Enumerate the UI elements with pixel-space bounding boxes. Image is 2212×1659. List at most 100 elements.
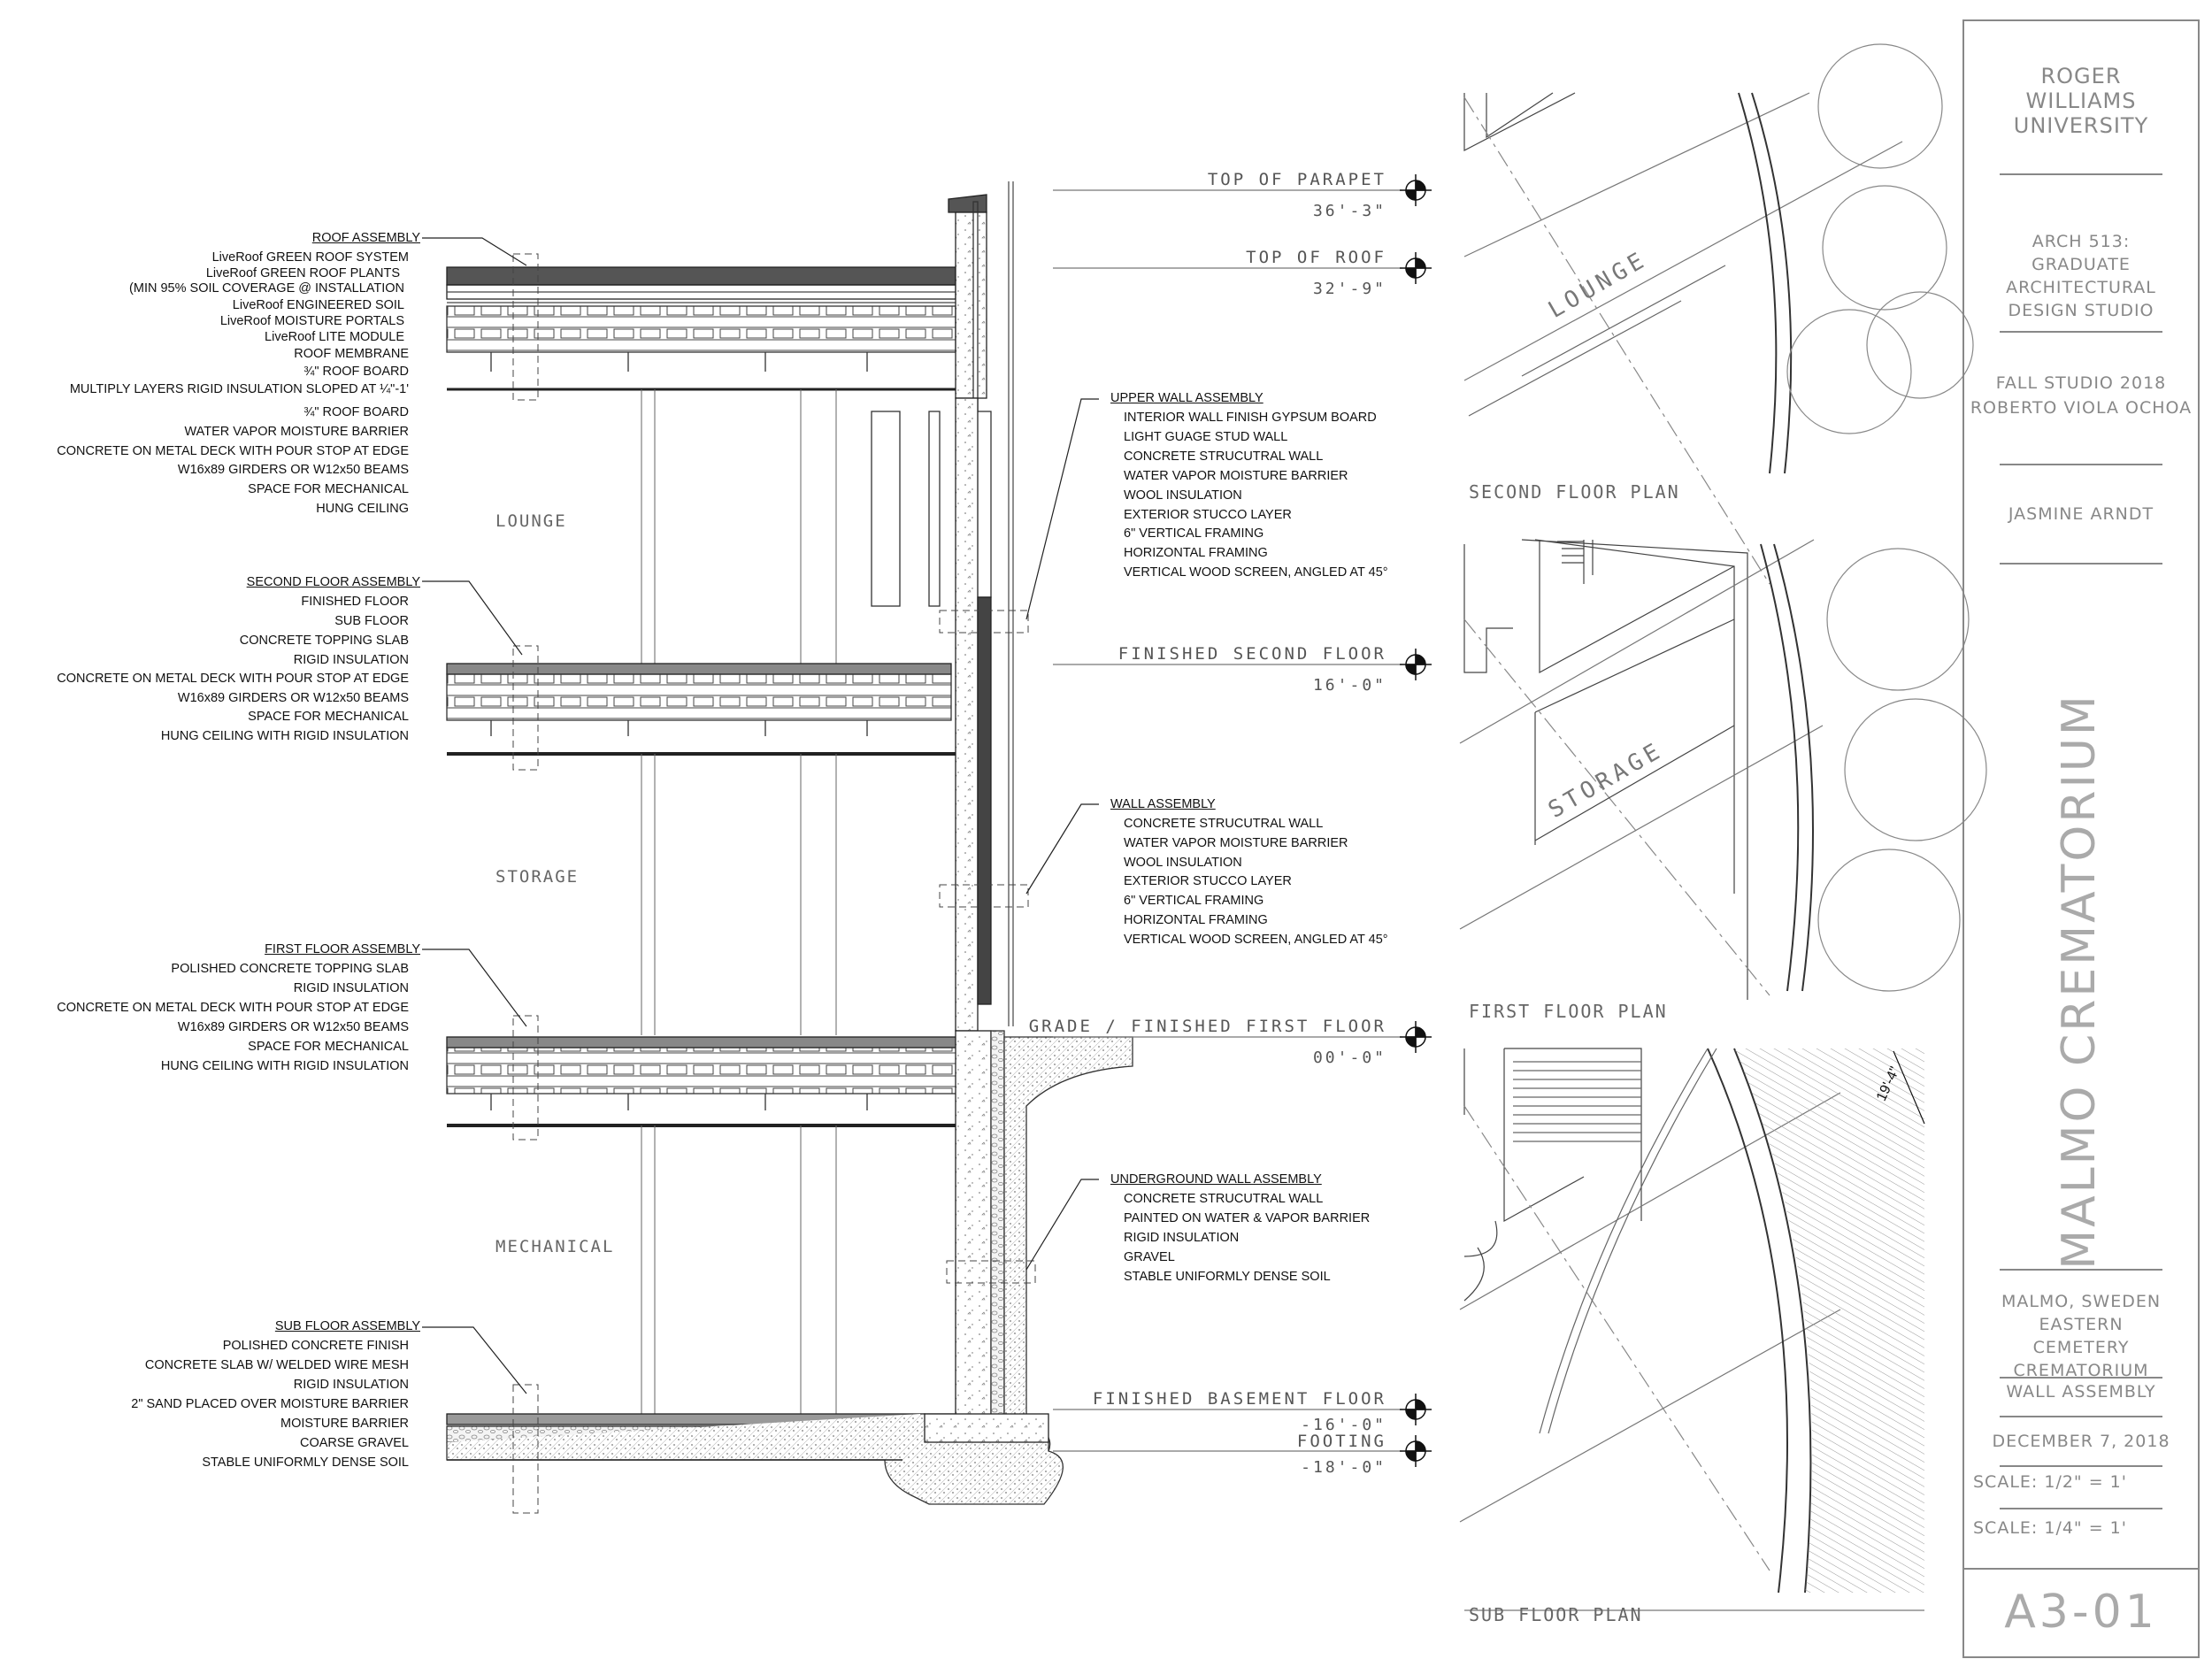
level-markers [1400,174,1432,1467]
section-lines [446,181,1133,1505]
level-elevation: 16'-0" [1312,676,1386,695]
note: LiveRoof ENGINEERED SOIL [232,298,404,312]
note: MOISTURE BARRIER [280,1417,409,1431]
second-floor-plan [1463,43,1974,585]
scale-section: SCALE: 1/2" = 1' [1973,1472,2127,1492]
note: CONCRETE ON METAL DECK WITH POUR STOP AT… [57,1001,409,1015]
note: LiveRoof GREEN ROOF SYSTEM [211,250,409,265]
note: EXTERIOR STUCCO LAYER [1124,874,1292,888]
note: RIGID INSULATION [293,981,409,995]
level-name: TOP OF PARAPET [1207,170,1386,189]
note: CONCRETE STRUCUTRAL WALL [1124,817,1324,831]
footing [924,1413,1049,1443]
drawing-title: WALL ASSEMBLY [2006,1382,2156,1402]
level-elevation: -16'-0" [1301,1416,1386,1434]
note: CONCRETE STRUCUTRAL WALL [1124,1192,1324,1206]
parapet [955,211,987,399]
level-finished-basement-floor: FINISHED BASEMENT FLOOR -16'-0" [1093,1389,1386,1434]
note: STABLE UNIFORMLY DENSE SOIL [1124,1270,1331,1284]
note: INTERIOR WALL FINISH GYPSUM BOARD [1124,411,1377,425]
footing-soil [446,1413,1064,1505]
note: RIGID INSULATION [1124,1231,1240,1245]
green-roof-layer [446,266,956,286]
upper-wall-assembly-heading: UPPER WALL ASSEMBLY [1110,391,1263,405]
note: SPACE FOR MECHANICAL [248,1040,409,1054]
roof-deck [446,305,956,353]
note: PAINTED ON WATER & VAPOR BARRIER [1124,1211,1371,1225]
note: WOOL INSULATION [1124,856,1242,870]
note: 6" VERTICAL FRAMING [1124,894,1264,908]
level-name: FOOTING [1296,1432,1386,1451]
project-location: MALMO, SWEDEN EASTERN CEMETERY CREMATORI… [2001,1292,2162,1380]
roof-assembly-heading: ROOF ASSEMBLY [311,231,420,245]
level-grade: GRADE / FINISHED FIRST FLOOR 00'-0" [1029,1017,1386,1067]
note: EXTERIOR STUCCO LAYER [1124,508,1292,522]
note: CONCRETE SLAB W/ WELDED WIRE MESH [144,1358,409,1372]
note: HORIZONTAL FRAMING [1124,913,1268,927]
detail-callouts [512,253,1036,1514]
first-floor-slab [446,1036,961,1048]
note: COARSE GRAVEL [299,1436,409,1450]
level-name: TOP OF ROOF [1246,248,1386,267]
scale-plans: SCALE: 1/4" = 1' [1973,1518,2127,1538]
wall-assembly-heading: WALL ASSEMBLY [1110,797,1216,811]
note: HORIZONTAL FRAMING [1124,546,1268,560]
sub-plan-soil-hatch [1712,1048,1924,1593]
sheet-number: A3-01 [2004,1586,2158,1639]
note: WATER VAPOR MOISTURE BARRIER [1124,469,1348,483]
note: LiveRoof GREEN ROOF PLANTS [205,266,400,280]
note: LiveRoof MOISTURE PORTALS [219,314,404,328]
room-label-lounge: LOUNGE [495,511,567,531]
level-lines [1053,189,1402,1452]
underground-wall [955,1030,992,1439]
note: W16x89 GIRDERS OR W12x50 BEAMS [177,1020,409,1034]
level-footing: FOOTING -18'-0" [1297,1432,1386,1477]
course-name: ARCH 513: GRADUATE ARCHITECTURAL DESIGN … [2006,232,2156,320]
first-floor-plan-title: FIRST FLOOR PLAN [1469,1001,1668,1022]
structural-wall [955,397,979,1032]
first-floor-assembly-heading: FIRST FLOOR ASSEMBLY [265,942,420,956]
project-name: MALMO CREMATORIUM [2053,693,2106,1270]
sub-floor-plan-title: SUB FLOOR PLAN [1469,1604,1643,1625]
note: VERTICAL WOOD SCREEN, ANGLED AT 45° [1124,933,1388,947]
note: WATER VAPOR MOISTURE BARRIER [184,425,409,439]
school-name: ROGER WILLIAMS UNIVERSITY [2013,64,2149,138]
note: GRAVEL [1124,1250,1175,1264]
note: SPACE FOR MECHANICAL [248,710,409,724]
note: CONCRETE STRUCUTRAL WALL [1124,449,1324,464]
note: SUB FLOOR [334,614,409,628]
level-elevation: 36'-3" [1312,202,1386,220]
note: VERTICAL WOOD SCREEN, ANGLED AT 45° [1124,565,1388,580]
level-name: FINISHED SECOND FLOOR [1118,644,1386,664]
room-label-mechanical: MECHANICAL [495,1237,615,1256]
note: CONCRETE ON METAL DECK WITH POUR STOP AT… [57,672,409,686]
note: HUNG CEILING WITH RIGID INSULATION [160,729,409,743]
note: RIGID INSULATION [293,653,409,667]
note: CONCRETE TOPPING SLAB [239,634,409,648]
note: POLISHED CONCRETE FINISH [222,1339,409,1353]
note: ¾" ROOF BOARD [303,365,409,379]
level-elevation: 32'-9" [1312,280,1386,298]
second-floor-plan-title: SECOND FLOOR PLAN [1469,481,1680,503]
underground-wall-assembly-heading: UNDERGROUND WALL ASSEMBLY [1110,1172,1322,1187]
note: 2" SAND PLACED OVER MOISTURE BARRIER [131,1397,409,1411]
term: FALL STUDIO 2018 [1995,373,2167,393]
level-elevation: -18'-0" [1301,1458,1386,1477]
note: WOOL INSULATION [1124,488,1242,503]
note: HUNG CEILING [316,502,409,516]
note: RIGID INSULATION [293,1378,409,1392]
level-top-of-parapet: TOP OF PARAPET 36'-3" [1208,170,1386,220]
note: HUNG CEILING WITH RIGID INSULATION [160,1059,409,1073]
note: SPACE FOR MECHANICAL [248,482,409,496]
note: W16x89 GIRDERS OR W12x50 BEAMS [177,463,409,477]
wall-insulation [977,596,992,1005]
note: STABLE UNIFORMLY DENSE SOIL [202,1455,409,1470]
instructor: ROBERTO VIOLA OCHOA [1970,398,2193,418]
level-name: GRADE / FINISHED FIRST FLOOR [1028,1017,1386,1036]
note: CONCRETE ON METAL DECK WITH POUR STOP AT… [57,444,409,458]
note: W16x89 GIRDERS OR W12x50 BEAMS [177,691,409,705]
note: 6" VERTICAL FRAMING [1124,526,1264,541]
note: ROOF MEMBRANE [294,347,409,361]
note: FINISHED FLOOR [301,595,409,609]
